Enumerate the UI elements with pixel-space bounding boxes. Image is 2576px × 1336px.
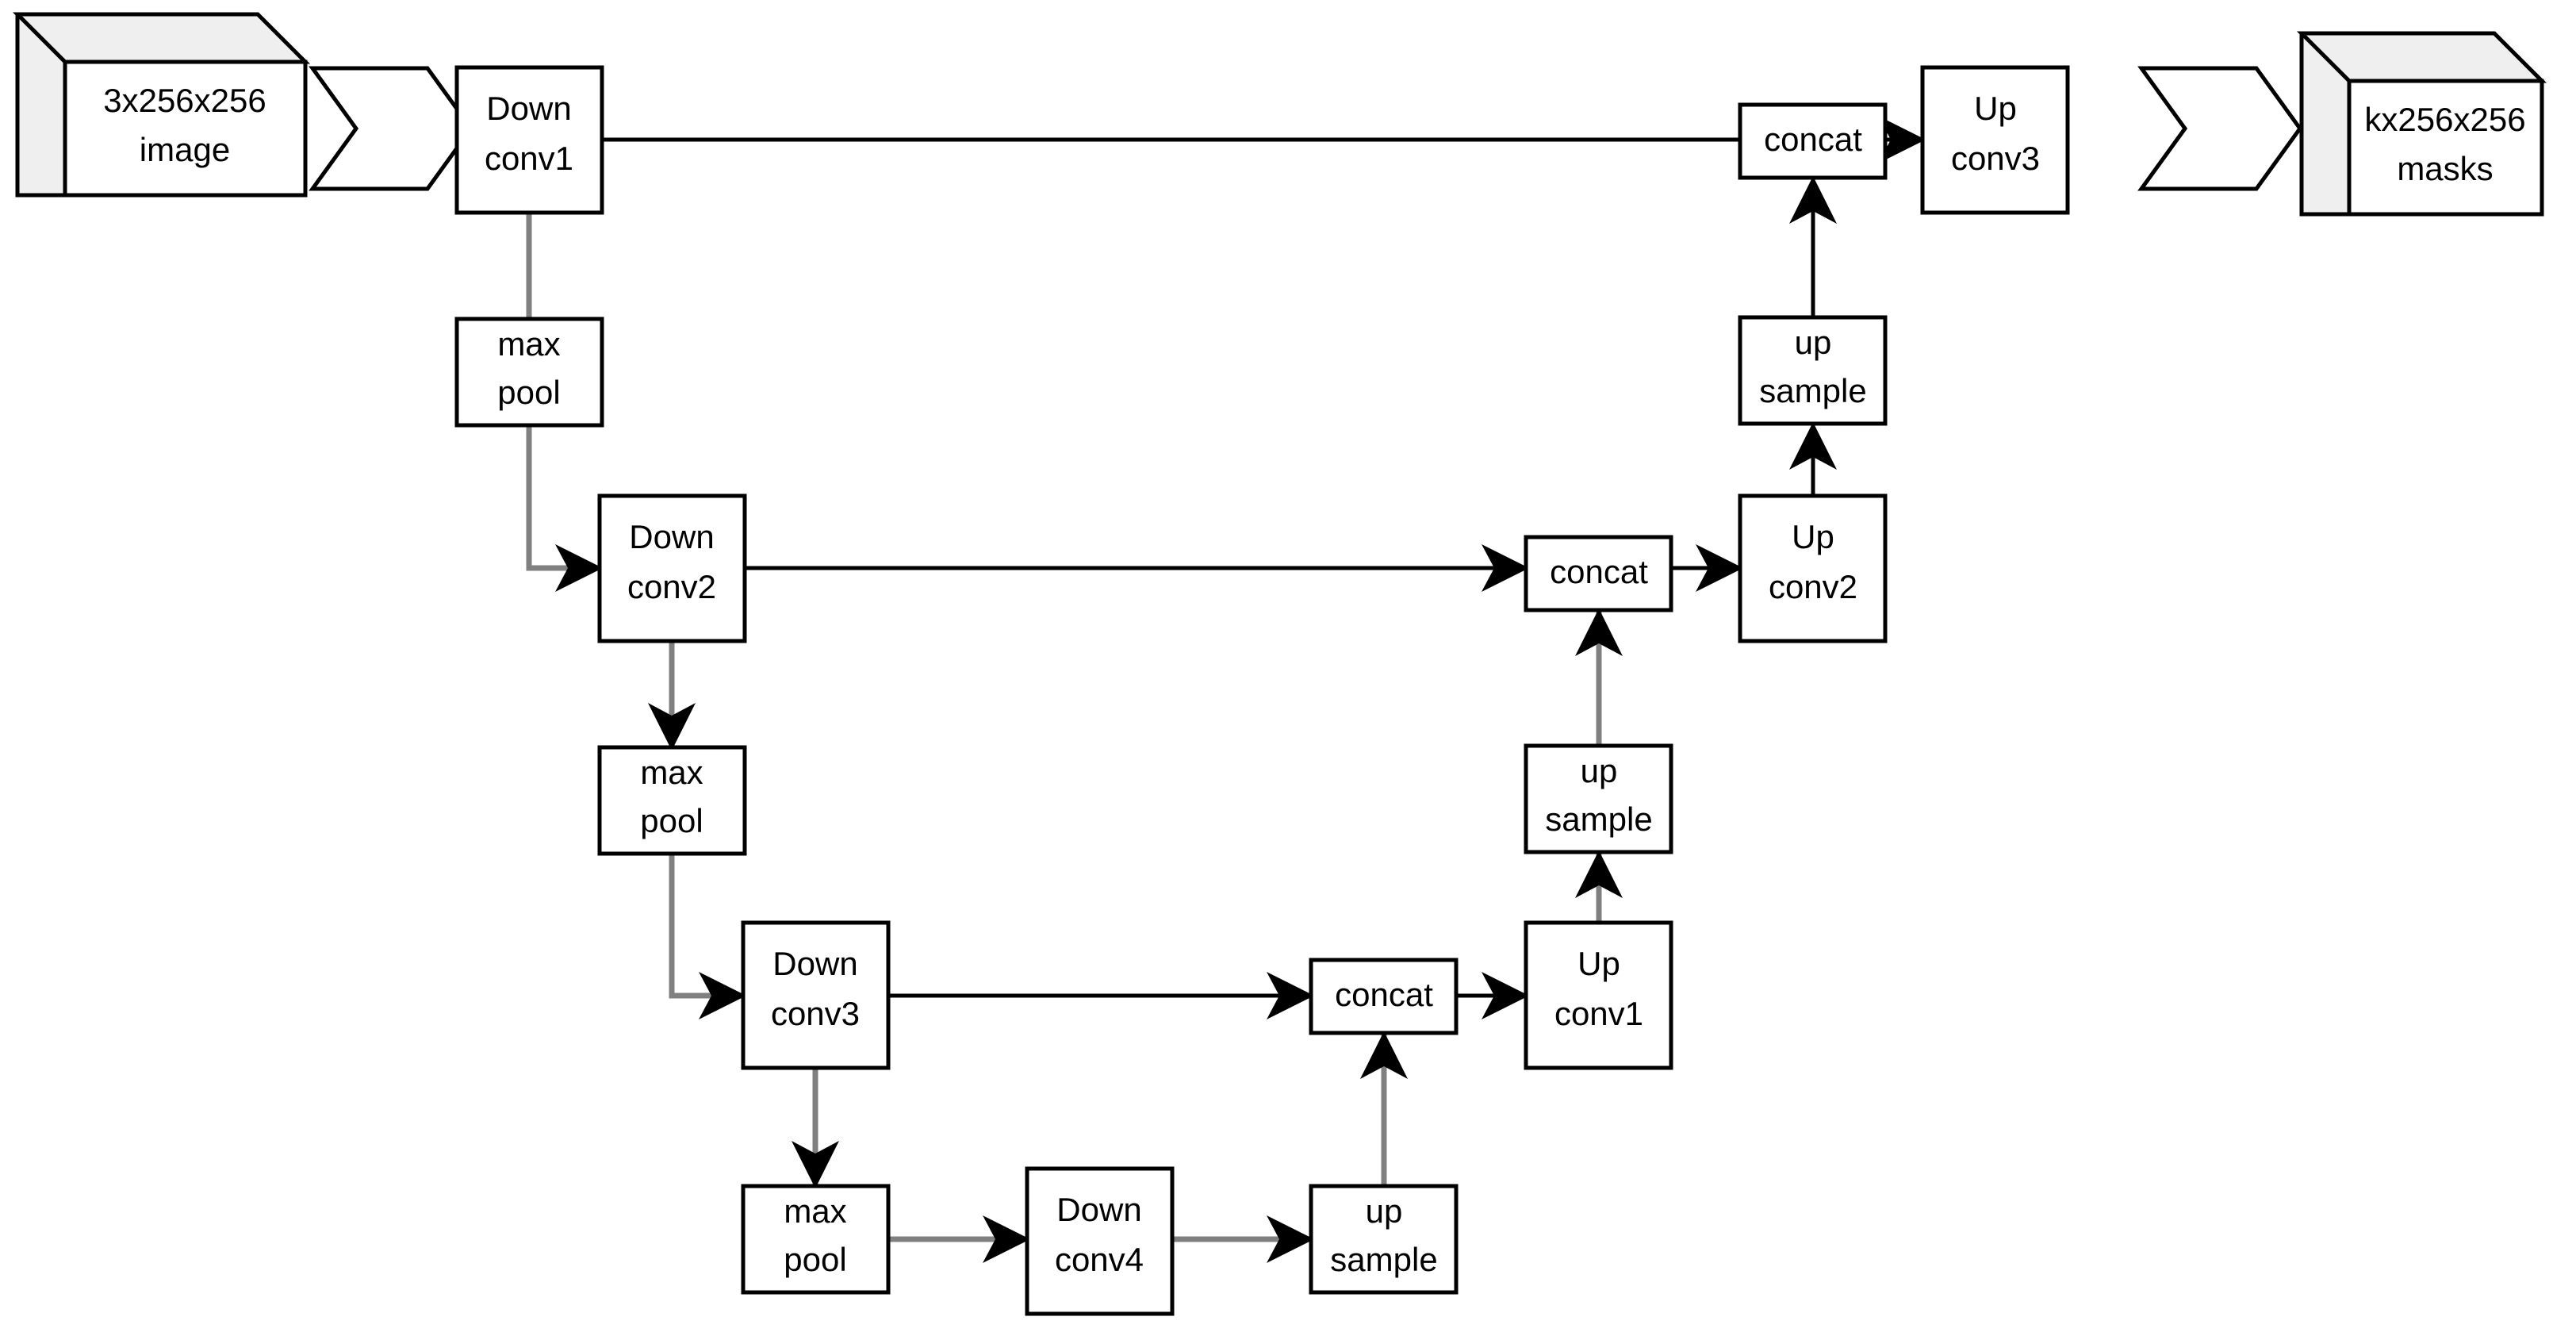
node-upsample-1[interactable]: up sample bbox=[1309, 1184, 1459, 1295]
node-down-conv1-line2: conv1 bbox=[485, 140, 573, 177]
node-concat-1[interactable]: concat bbox=[1309, 958, 1459, 1035]
node-up-conv3-line2: conv3 bbox=[1951, 140, 2040, 177]
node-maxpool-1-line2: pool bbox=[497, 374, 560, 411]
input-type-label: image bbox=[140, 131, 230, 168]
node-upsample-1-rect[interactable] bbox=[1309, 1184, 1459, 1295]
node-concat-2-label: concat bbox=[1550, 553, 1648, 590]
node-upsample-3-rect[interactable] bbox=[1738, 315, 1888, 426]
node-upsample-3-line1: up bbox=[1795, 324, 1832, 361]
node-up-conv1-rect[interactable] bbox=[1524, 920, 1673, 1070]
arrowhead-concat1-to-upconv1 bbox=[1482, 972, 1529, 1019]
arrowhead-upsample3-to-concat3 bbox=[1789, 176, 1837, 224]
node-up-conv3[interactable]: Up conv3 bbox=[1920, 65, 2070, 215]
node-up-conv2[interactable]: Up conv2 bbox=[1738, 493, 1888, 643]
output-shape-label: kx256x256 bbox=[2364, 101, 2525, 138]
node-down-conv3[interactable]: Down conv3 bbox=[741, 920, 891, 1070]
node-down-conv2-line2: conv2 bbox=[627, 568, 716, 605]
node-maxpool-3-line1: max bbox=[784, 1192, 846, 1230]
input-shape-label: 3x256x256 bbox=[103, 82, 266, 119]
input-chevron-icon bbox=[309, 66, 474, 191]
node-upsample-2-rect[interactable] bbox=[1524, 743, 1673, 854]
node-up-conv3-rect[interactable] bbox=[1920, 65, 2070, 215]
node-up-conv3-line1: Up bbox=[1974, 90, 2017, 127]
arrowhead-upconv1-to-upsample2 bbox=[1575, 850, 1623, 898]
node-up-conv2-rect[interactable] bbox=[1738, 493, 1888, 643]
node-down-conv2[interactable]: Down conv2 bbox=[597, 493, 747, 643]
output-tensor-block: kx256x256 masks bbox=[2296, 31, 2547, 217]
node-down-conv4-line2: conv4 bbox=[1055, 1241, 1144, 1278]
edge-maxpool2-to-downconv3 bbox=[669, 854, 743, 999]
node-upsample-2-line1: up bbox=[1581, 752, 1618, 789]
arrowhead-upsample2-to-concat2 bbox=[1575, 608, 1623, 656]
arrowhead-upsample1-to-concat1 bbox=[1360, 1031, 1408, 1079]
node-maxpool-1-line1: max bbox=[497, 325, 560, 363]
node-concat-3-label: concat bbox=[1764, 121, 1862, 158]
node-down-conv1-rect[interactable] bbox=[454, 65, 604, 215]
node-down-conv1-line1: Down bbox=[486, 90, 571, 127]
node-up-conv1-line1: Up bbox=[1577, 945, 1620, 982]
node-down-conv1[interactable]: Down conv1 bbox=[454, 65, 604, 215]
node-concat-3[interactable]: concat bbox=[1738, 102, 1888, 180]
arrowhead-maxpool1-to-downconv2 bbox=[555, 544, 603, 592]
node-maxpool-1[interactable]: max pool bbox=[454, 317, 604, 428]
node-upsample-1-line1: up bbox=[1366, 1192, 1403, 1230]
node-down-conv3-rect[interactable] bbox=[741, 920, 891, 1070]
node-concat-1-rect[interactable] bbox=[1309, 958, 1459, 1035]
node-upsample-3-line2: sample bbox=[1759, 372, 1866, 409]
node-maxpool-2-line1: max bbox=[640, 754, 703, 791]
node-concat-1-label: concat bbox=[1335, 976, 1433, 1013]
node-maxpool-2-rect[interactable] bbox=[597, 745, 747, 856]
node-maxpool-1-rect[interactable] bbox=[454, 317, 604, 428]
node-concat-3-rect[interactable] bbox=[1738, 102, 1888, 180]
output-cube-front-face bbox=[2347, 79, 2544, 217]
arrowhead-downconv2-to-concat2 bbox=[1482, 544, 1529, 592]
arrowhead-concat2-to-upconv2 bbox=[1696, 544, 1743, 592]
node-down-conv2-rect[interactable] bbox=[597, 493, 747, 643]
input-cube-top-face bbox=[12, 12, 311, 64]
node-up-conv1-line2: conv1 bbox=[1554, 995, 1643, 1032]
node-down-conv4-line1: Down bbox=[1056, 1191, 1141, 1228]
arrowhead-downconv3-to-maxpool3 bbox=[792, 1141, 839, 1188]
node-up-conv2-line1: Up bbox=[1792, 518, 1834, 555]
node-upsample-3[interactable]: up sample bbox=[1738, 315, 1888, 426]
arrowhead-upconv2-to-upsample3 bbox=[1789, 422, 1837, 470]
node-maxpool-2[interactable]: max pool bbox=[597, 745, 747, 856]
arrowhead-downconv4-to-upsample1 bbox=[1267, 1215, 1314, 1263]
node-down-conv2-line1: Down bbox=[629, 518, 714, 555]
node-down-conv4[interactable]: Down conv4 bbox=[1025, 1166, 1175, 1316]
input-cube-front-face bbox=[63, 60, 308, 198]
node-upsample-2[interactable]: up sample bbox=[1524, 743, 1673, 854]
node-up-conv1[interactable]: Up conv1 bbox=[1524, 920, 1673, 1070]
arrowhead-maxpool2-to-downconv3 bbox=[699, 972, 746, 1019]
output-chevron-icon bbox=[2137, 66, 2303, 191]
node-concat-2-rect[interactable] bbox=[1524, 535, 1673, 612]
arrowhead-downconv3-to-concat1 bbox=[1267, 972, 1314, 1019]
arrowhead-maxpool3-to-downconv4 bbox=[983, 1215, 1030, 1263]
node-maxpool-2-line2: pool bbox=[640, 802, 703, 839]
node-upsample-2-line2: sample bbox=[1545, 800, 1652, 838]
node-down-conv4-rect[interactable] bbox=[1025, 1166, 1175, 1316]
node-maxpool-3-line2: pool bbox=[784, 1241, 846, 1278]
arrowhead-downconv2-to-maxpool2 bbox=[648, 703, 696, 751]
node-down-conv3-line1: Down bbox=[772, 945, 857, 982]
node-maxpool-3-rect[interactable] bbox=[741, 1184, 891, 1295]
node-upsample-1-line2: sample bbox=[1330, 1241, 1437, 1278]
node-concat-2[interactable]: concat bbox=[1524, 535, 1673, 612]
input-tensor-block: 3x256x256 image bbox=[12, 12, 311, 198]
output-type-label: masks bbox=[2397, 150, 2493, 187]
arrowhead-concat3-to-upconv3 bbox=[1878, 116, 1926, 163]
node-down-conv3-line2: conv3 bbox=[771, 995, 860, 1032]
edge-maxpool1-to-downconv2 bbox=[526, 425, 600, 571]
node-up-conv2-line2: conv2 bbox=[1769, 568, 1857, 605]
node-maxpool-3[interactable]: max pool bbox=[741, 1184, 891, 1295]
